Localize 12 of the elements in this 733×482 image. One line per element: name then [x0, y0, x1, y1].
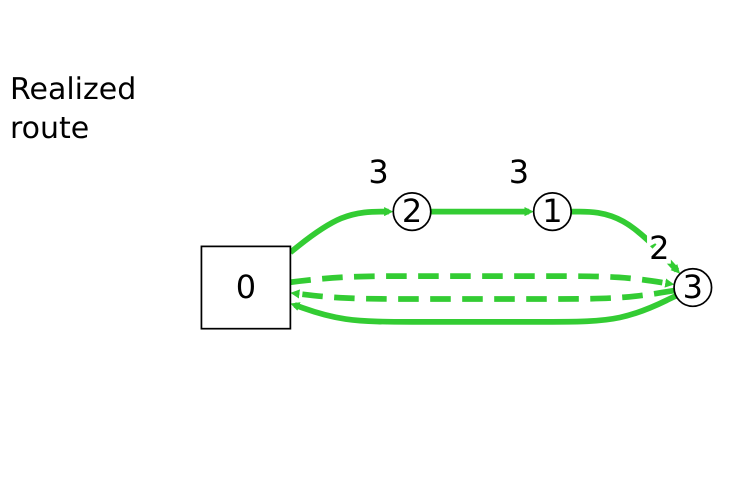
arrow	[290, 293, 678, 325]
note-text: Realized route	[10, 71, 138, 148]
arrow	[430, 207, 534, 216]
node-circle: 2	[392, 192, 432, 232]
node-annotation: 3	[368, 153, 389, 192]
node-annotation: 3	[508, 153, 530, 192]
node-circle: 1	[532, 192, 572, 232]
arrow	[290, 273, 674, 288]
node-circle: 3	[673, 268, 712, 308]
node-box: 0	[200, 246, 292, 330]
arrow	[571, 208, 680, 274]
arrow	[290, 288, 675, 302]
